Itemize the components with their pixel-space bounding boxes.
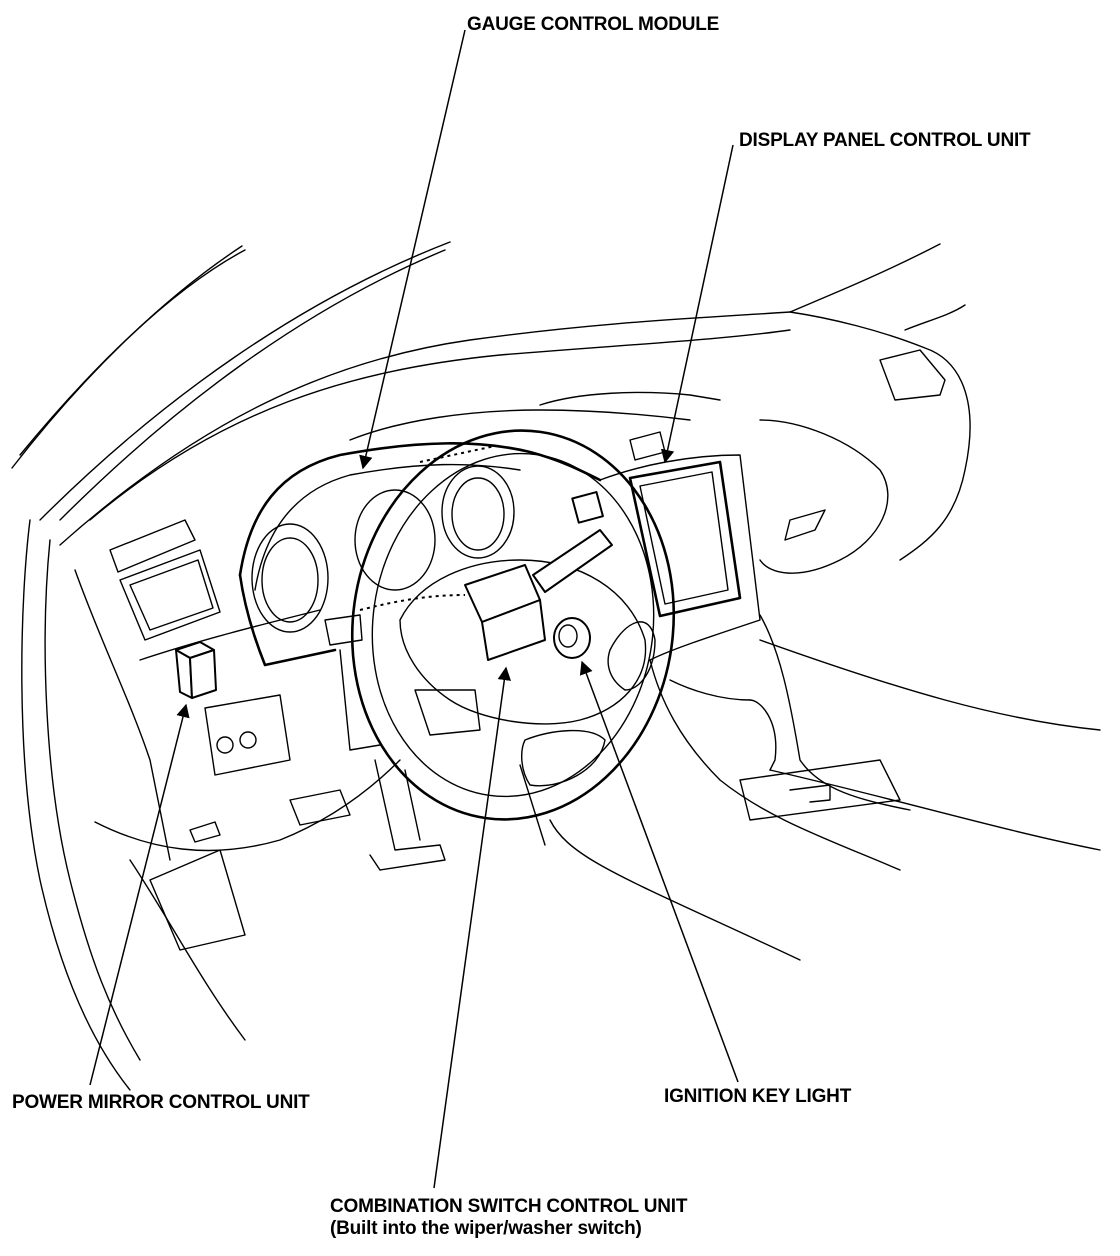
label-combination-switch-control-unit: COMBINATION SWITCH CONTROL UNIT [330,1196,688,1217]
label-gauge-control-module: GAUGE CONTROL MODULE [467,14,720,35]
hidden-connections [324,445,496,646]
label-ignition-key-light: IGNITION KEY LIGHT [664,1086,852,1107]
power-mirror-unit [175,641,217,699]
label-power-mirror-control-unit: POWER MIRROR CONTROL UNIT [12,1092,310,1113]
label-display-panel-control-unit: DISPLAY PANEL CONTROL UNIT [739,130,1031,151]
ignition-key-cylinder [553,617,591,659]
left-vent [74,519,401,1041]
combination-switch [464,491,613,661]
dashboard-top [59,243,971,574]
windshield-pillar [11,241,451,1091]
cluster-hood [238,391,721,667]
leader-combination-switch [433,666,512,1189]
steering-column [339,649,446,871]
leader-lines [89,29,739,1189]
label-combination-switch-note: (Built into the wiper/washer switch) [330,1218,642,1239]
leader-ignition-key-light [579,660,739,1083]
leader-gauge-control-module [359,29,466,470]
leader-display-panel [660,144,734,464]
leader-power-mirror [89,703,190,1086]
center-console [549,431,1101,961]
